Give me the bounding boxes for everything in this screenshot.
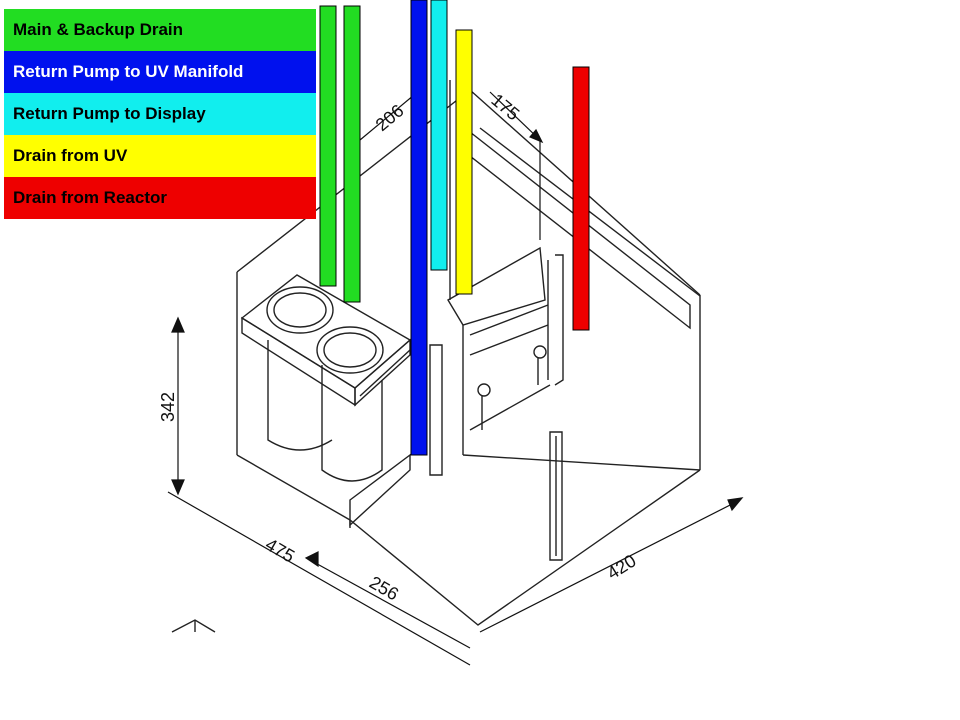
pipe-drain-from-uv [455, 29, 473, 295]
pipe-return-display [430, 0, 448, 271]
cabinet-linework [171, 75, 701, 633]
legend-item-return-pump-display: Return Pump to Display [4, 93, 316, 135]
legend-label: Drain from UV [13, 146, 128, 165]
legend-label: Return Pump to Display [13, 104, 206, 123]
legend-item-drain-from-uv: Drain from UV [4, 135, 316, 177]
dimension-420: 420 [604, 551, 640, 584]
dimension-206: 206 [372, 100, 408, 135]
legend-item-main-backup-drain: Main & Backup Drain [4, 9, 316, 51]
legend-item-return-pump-uv-manifold: Return Pump to UV Manifold [4, 51, 316, 93]
pipe-markers [319, 0, 590, 456]
pipe-main-drain [319, 5, 337, 287]
pipe-backup-drain [343, 5, 361, 303]
dimension-256: 256 [366, 572, 402, 604]
legend-item-drain-from-reactor: Drain from Reactor [4, 177, 316, 219]
pipe-drain-from-reactor [572, 66, 590, 331]
legend-label: Drain from Reactor [13, 188, 167, 207]
legend-label: Return Pump to UV Manifold [13, 62, 244, 81]
legend-label: Main & Backup Drain [13, 20, 184, 39]
pipe-return-uv-manifold [410, 0, 428, 456]
color-legend: Main & Backup Drain Return Pump to UV Ma… [4, 9, 316, 219]
dimension-lines [167, 89, 744, 666]
dimension-475: 475 [262, 534, 298, 566]
dimension-342: 342 [158, 392, 178, 422]
